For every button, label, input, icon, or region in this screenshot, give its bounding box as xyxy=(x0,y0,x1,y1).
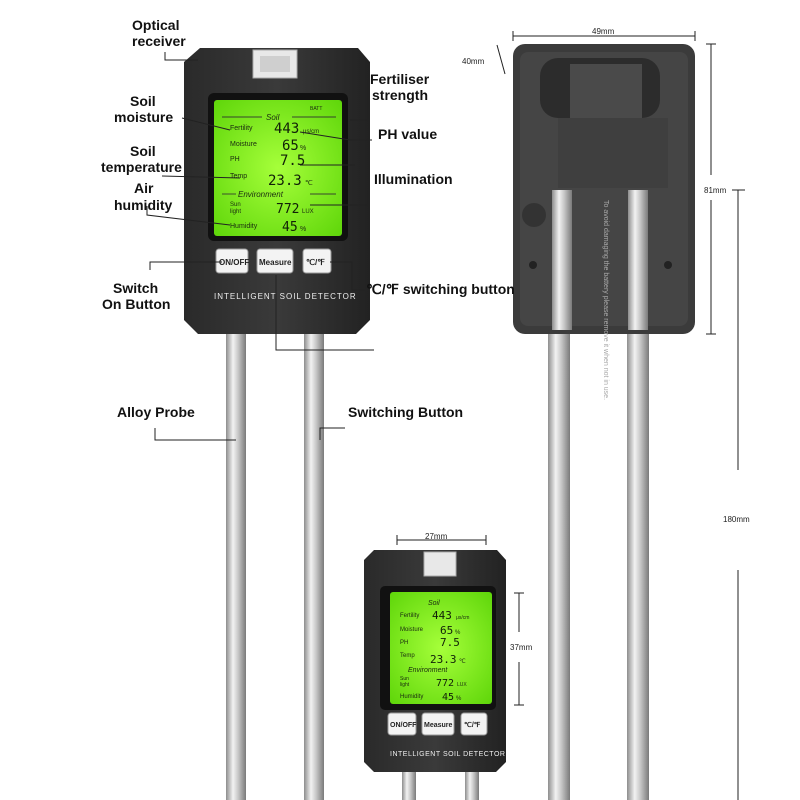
measure-button[interactable] xyxy=(256,248,294,274)
label-alloy-probe: Alloy Probe xyxy=(117,404,195,420)
small-lcd-soil-header: Soil xyxy=(428,600,440,607)
label-soil-moisture-line2: moisture xyxy=(114,109,173,125)
small-measure-button[interactable] xyxy=(421,712,455,736)
small-lcd-ph-label: PH xyxy=(400,640,408,646)
small-lcd-sunlight-unit: LUX xyxy=(457,682,467,688)
small-lcd-temp-unit: ℃ xyxy=(459,659,466,665)
callout-leaders xyxy=(146,52,374,441)
small-onoff-button[interactable] xyxy=(387,712,417,736)
measure-button-label: Measure xyxy=(259,258,292,267)
small-lcd-moisture-value: 65 xyxy=(440,624,453,637)
small-lcd-sunlight-value: 772 xyxy=(436,678,454,689)
label-soil-moisture-line1: Soil xyxy=(130,93,156,109)
small-device-name-text: INTELLIGENT SOIL DETECTOR xyxy=(390,751,505,758)
label-optical-receiver-line2: receiver xyxy=(132,33,186,49)
temp-unit-button-label: ℃/℉ xyxy=(306,258,325,267)
lcd-moisture-value: 65 xyxy=(282,138,299,154)
label-ph-value: PH value xyxy=(378,126,437,142)
onoff-button[interactable] xyxy=(215,248,249,274)
small-lcd-temp-value: 23.3 xyxy=(430,653,457,666)
small-temp-unit-button-label: ℃/℉ xyxy=(464,721,481,729)
small-lcd-fertility-unit: μs/cm xyxy=(456,615,469,621)
label-switch-on-line1: Switch xyxy=(113,280,158,296)
back-probe-left xyxy=(548,330,570,800)
device-name-text: INTELLIGENT SOIL DETECTOR xyxy=(214,292,357,301)
lcd-moisture-label: Moisture xyxy=(230,141,257,148)
lcd-ph-value: 7.5 xyxy=(280,153,305,169)
small-onoff-button-label: ON/OFF xyxy=(390,722,417,729)
lcd-fertility-unit: μs/cm xyxy=(303,129,319,135)
dim-depth: 40mm xyxy=(462,57,485,66)
dim-width: 49mm xyxy=(592,27,615,36)
lcd-sunlight-value: 772 xyxy=(276,202,299,217)
label-air-humidity-line1: Air xyxy=(134,180,154,196)
label-fertiliser-strength-line2: strength xyxy=(372,87,428,103)
battery-indicator: BATT xyxy=(310,106,322,112)
small-lcd-moisture-label: Moisture xyxy=(400,627,424,633)
label-switch-on-line2: On Button xyxy=(102,296,170,312)
small-front-view-device: Soil Fertility 443 μs/cm Moisture 65 % P… xyxy=(364,550,506,800)
small-lcd-humidity-unit: % xyxy=(456,696,462,702)
lcd-temp-label: Temp xyxy=(230,173,247,180)
small-temp-unit-button[interactable] xyxy=(460,712,488,736)
back-sticker-text: To avoid damaging the battery please rem… xyxy=(602,200,609,400)
dim-screen-width: 27mm xyxy=(425,532,448,541)
small-lcd-fertility-label: Fertility xyxy=(400,613,419,619)
small-lcd-moisture-unit: % xyxy=(455,630,461,636)
screw-hole-icon xyxy=(529,261,537,269)
small-lcd-temp-label: Temp xyxy=(400,653,415,659)
back-view-device: To avoid damaging the battery please rem… xyxy=(513,44,695,800)
lcd-temp-value: 23.3 xyxy=(268,173,302,189)
small-measure-button-label: Measure xyxy=(424,722,453,729)
label-temp-switching: ℃/℉ switching button xyxy=(366,281,515,297)
dimension-annotations: 49mm 40mm 81mm 180mm 27mm 37mm xyxy=(396,27,750,800)
front-view-device: BATT Soil Fertility 443 μs/cm Moisture 6… xyxy=(184,48,370,800)
lcd-humidity-unit: % xyxy=(300,226,306,233)
lcd-sunlight-unit: LUX xyxy=(302,209,314,215)
lcd-temp-unit: ℃ xyxy=(305,180,313,187)
back-probe-right xyxy=(627,330,649,800)
dim-screen-height: 37mm xyxy=(510,643,533,652)
lcd-sunlight-label-1: Sun xyxy=(230,202,241,208)
alloy-probe-right xyxy=(304,325,324,800)
label-switching-button: Switching Button xyxy=(348,404,463,420)
small-lcd-humidity-label: Humidity xyxy=(400,694,423,700)
small-lcd-fertility-value: 443 xyxy=(432,609,452,622)
onoff-button-label: ON/OFF xyxy=(219,258,249,267)
small-lcd-sunlight-label-2: light xyxy=(400,682,410,688)
lcd-environment-header: Environment xyxy=(238,190,284,199)
dim-body-height: 81mm xyxy=(704,186,727,195)
lcd-soil-header: Soil xyxy=(266,113,280,122)
lcd-moisture-unit: % xyxy=(300,145,306,152)
lcd-humidity-value: 45 xyxy=(282,220,298,235)
label-soil-temperature-line2: temperature xyxy=(101,159,182,175)
label-air-humidity-line2: humidity xyxy=(114,197,173,213)
lcd-fertility-label: Fertility xyxy=(230,125,253,132)
label-fertiliser-strength-line1: Fertiliser xyxy=(370,71,430,87)
label-illumination: Illumination xyxy=(374,171,453,187)
callout-labels: Optical receiver Soil moisture Soil temp… xyxy=(101,17,515,420)
lcd-humidity-label: Humidity xyxy=(230,223,258,230)
dim-total-height: 180mm xyxy=(723,515,750,524)
small-lcd-humidity-value: 45 xyxy=(442,692,454,703)
screw-hole-icon xyxy=(664,261,672,269)
small-lcd-environment-header: Environment xyxy=(408,667,448,674)
label-optical-receiver-line1: Optical xyxy=(132,17,179,33)
lcd-ph-label: PH xyxy=(230,156,240,163)
temp-unit-button[interactable] xyxy=(302,248,332,274)
label-soil-temperature-line1: Soil xyxy=(130,143,156,159)
lcd-sunlight-label-2: light xyxy=(230,209,241,215)
small-lcd-sunlight-label-1: Sun xyxy=(400,676,409,682)
alloy-probe-left xyxy=(226,325,246,800)
small-lcd-screen xyxy=(390,592,492,704)
small-lcd-ph-value: 7.5 xyxy=(440,636,460,649)
lcd-fertility-value: 443 xyxy=(274,121,299,137)
